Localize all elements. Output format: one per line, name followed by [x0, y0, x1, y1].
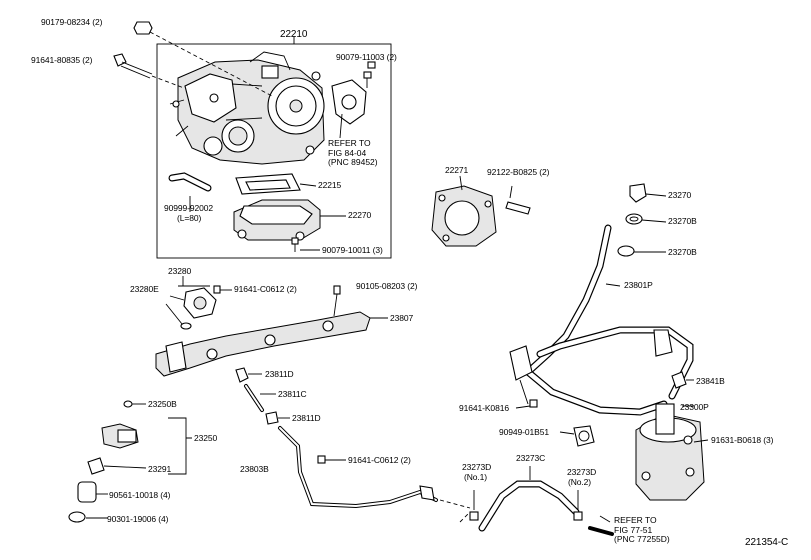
part-label-23801P[interactable]: 23801P — [624, 280, 653, 290]
part-label-22270[interactable]: 22270 — [348, 210, 372, 220]
part-label-23807[interactable]: 23807 — [390, 313, 414, 323]
part-label-91641-80835[interactable]: 91641-80835 (2) — [31, 55, 93, 65]
part-label-23273C[interactable]: 23273C — [516, 453, 546, 463]
part-label-91631-B0618[interactable]: 91631-B0618 (3) — [711, 435, 774, 445]
part-label-90079-11003[interactable]: 90079-11003 (2) — [336, 52, 397, 62]
part-label-90105-08203[interactable]: 90105-08203 (2) — [356, 281, 418, 291]
assembly-box-22210 — [156, 43, 392, 259]
assembly-label[interactable]: 22210 — [280, 29, 308, 40]
throttle-body-illustration — [169, 51, 325, 165]
part-label-90179-08234[interactable]: 90179-08234 (2) — [41, 17, 103, 27]
part-label-23270B-lower[interactable]: 23270B — [668, 247, 697, 257]
part-label-90999-92002[interactable]: 90999-92002 — [164, 203, 214, 213]
part-label-23811C[interactable]: 23811C — [278, 389, 307, 399]
reference-note-fig-84-04[interactable]: REFER TO FIG 84-04 (PNC 89452) — [328, 138, 378, 167]
part-label-23280E[interactable]: 23280E — [130, 284, 159, 294]
part-label-23811D-lower[interactable]: 23811D — [292, 413, 321, 423]
part-label-23841B[interactable]: 23841B — [696, 376, 725, 386]
part-label-23300P[interactable]: 23300P — [680, 402, 709, 412]
part-label-23291[interactable]: 23291 — [148, 464, 172, 474]
part-label-23250B[interactable]: 23250B — [148, 399, 177, 409]
hose-length-note: (L=80) — [177, 213, 202, 223]
part-label-90301-19006[interactable]: 90301-19006 (4) — [107, 514, 169, 524]
part-label-91641-K0816[interactable]: 91641-K0816 — [459, 403, 509, 413]
part-label-23811D-upper[interactable]: 23811D — [265, 369, 294, 379]
part-label-91641-C0612-lower[interactable]: 91641-C0612 (2) — [348, 455, 411, 465]
part-label-22215[interactable]: 22215 — [318, 180, 342, 190]
reference-note-fig-77-51[interactable]: REFER TO FIG 77-51 (PNC 77255D) — [614, 515, 670, 544]
part-label-90079-10011[interactable]: 90079-10011 (3) — [322, 245, 383, 255]
variant-note-no2: (No.2) — [568, 477, 592, 487]
part-label-91641-C0612-upper[interactable]: 91641-C0612 (2) — [234, 284, 297, 294]
part-label-90561-10018[interactable]: 90561-10018 (4) — [109, 490, 171, 500]
part-label-23270[interactable]: 23270 — [668, 190, 692, 200]
drawing-code: 221354-C — [745, 537, 789, 548]
part-label-23273D-no2[interactable]: 23273D — [567, 467, 597, 477]
part-label-23270B-upper[interactable]: 23270B — [668, 216, 697, 226]
part-label-23273D-no1[interactable]: 23273D — [462, 462, 492, 472]
part-label-23280[interactable]: 23280 — [168, 266, 192, 276]
variant-note-no1: (No.1) — [464, 472, 488, 482]
part-label-90949-01B51[interactable]: 90949-01B51 — [499, 427, 549, 437]
part-label-23803B[interactable]: 23803B — [240, 464, 269, 474]
part-label-23250[interactable]: 23250 — [194, 433, 218, 443]
part-label-22271[interactable]: 22271 — [445, 165, 469, 175]
part-label-92122-B0825[interactable]: 92122-B0825 (2) — [487, 167, 550, 177]
